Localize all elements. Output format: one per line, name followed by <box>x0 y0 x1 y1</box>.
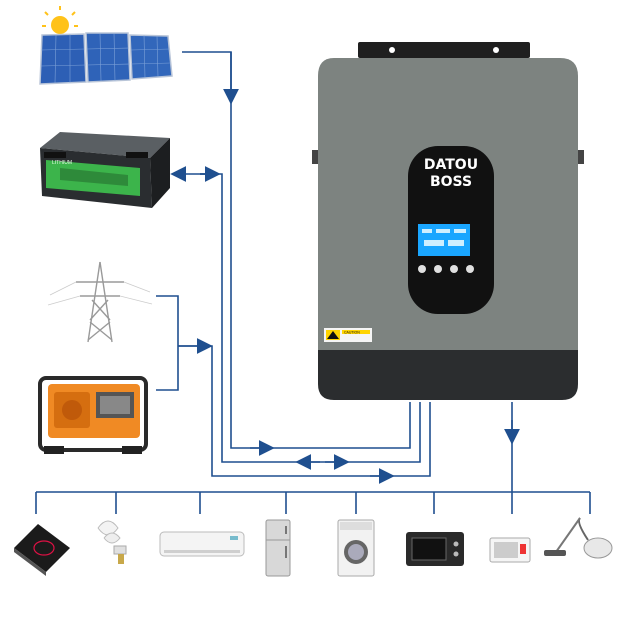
generator-icon <box>38 376 148 454</box>
solar-panel-icon <box>39 6 173 85</box>
caution-label: CAUTION <box>344 331 360 335</box>
light-bulb-icon <box>97 520 127 564</box>
oven-icon <box>406 532 464 566</box>
wiring <box>35 51 591 514</box>
brand-line-2: BOSS <box>430 174 472 190</box>
vacuum-cleaner-icon <box>544 517 613 559</box>
enter-button[interactable] <box>466 265 474 273</box>
refrigerator-icon <box>265 519 291 577</box>
induction-cooker-icon <box>14 524 70 576</box>
down-button[interactable] <box>450 265 458 273</box>
air-conditioner-icon <box>159 531 245 557</box>
menu-button[interactable] <box>418 265 426 273</box>
brand-line-1: DATOU <box>424 157 478 173</box>
up-button[interactable] <box>434 265 442 273</box>
washing-machine-icon <box>337 519 375 577</box>
microwave-icon <box>489 537 531 563</box>
inverter-unit: DATOU BOSS CAUTION <box>312 42 584 400</box>
power-tower-icon <box>47 261 153 343</box>
battery-label: LITHIUM <box>52 160 72 166</box>
battery-icon: LITHIUM <box>40 132 170 208</box>
